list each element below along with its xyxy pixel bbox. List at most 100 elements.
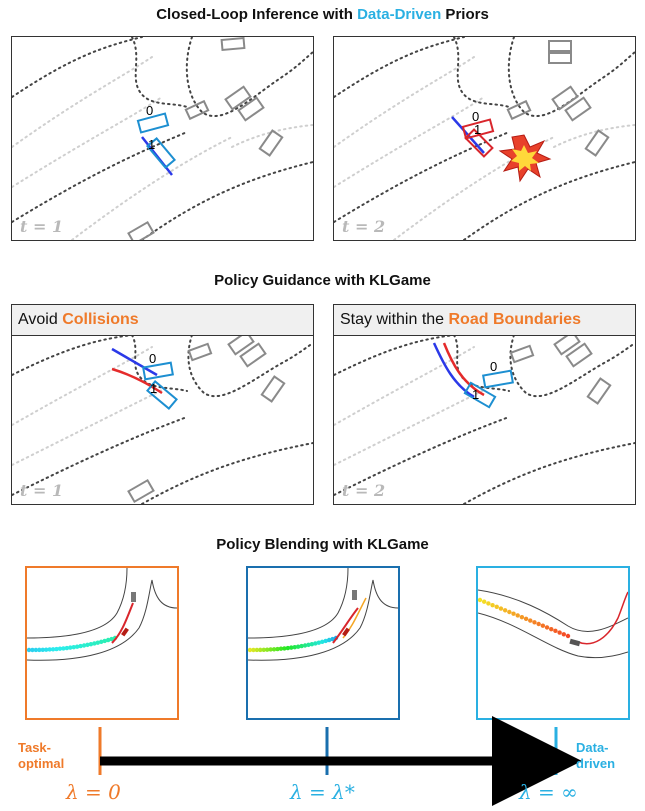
closed-loop-panel-t2: 0 1 t = 2: [333, 36, 636, 241]
trajectory-dot: [549, 626, 554, 632]
ego-vehicle-1: [463, 381, 497, 409]
closed-loop-title-prefix: Closed-Loop Inference with: [156, 6, 358, 23]
trajectory-dot: [553, 628, 558, 634]
agent-label-1: 1: [148, 137, 155, 152]
trajectory-dot: [309, 641, 315, 647]
trajectory-dot: [326, 637, 332, 643]
trajectory-dot: [261, 647, 266, 652]
blend-scene: [247, 567, 399, 661]
trajectory-dot: [561, 632, 567, 637]
trajectory-dot: [313, 641, 318, 646]
guidance-header: Stay within the Road Boundaries: [334, 305, 635, 336]
guidance-panel-collisions: 0 1 Avoid Collisions t = 1: [11, 304, 314, 505]
trajectory-dot: [540, 623, 546, 628]
ego-vehicle-0: [136, 112, 170, 134]
trajectory-dot: [511, 611, 516, 616]
trajectory-dot: [33, 647, 39, 653]
trajectory-dot: [528, 618, 533, 623]
closed-loop-title-highlight: Data-Driven: [357, 6, 442, 23]
road-map-scene: 0 1: [334, 335, 635, 504]
agent-label-1: 1: [474, 122, 481, 137]
trajectory-dot: [544, 625, 550, 630]
data-driven-label: Data- driven: [576, 740, 616, 771]
trajectory-dot: [481, 599, 487, 604]
trajectory-dot: [486, 601, 491, 606]
trajectory-dot: [565, 633, 571, 639]
guidance-header: Avoid Collisions: [12, 305, 313, 336]
trajectory-dot: [295, 644, 301, 649]
trajectory-dot: [490, 602, 495, 608]
blend-panel-data-driven: [476, 566, 630, 720]
trajectory-dot: [247, 647, 253, 653]
guidance-header-prefix: Stay within the: [340, 311, 449, 328]
trajectory-dot: [61, 646, 66, 651]
closed-loop-panel-t1: 0 1 t = 1: [11, 36, 314, 241]
lambda-zero-label: λ = 0: [66, 780, 121, 804]
trajectory-dot: [64, 645, 70, 651]
trajectory-dot: [282, 646, 287, 651]
task-optimal-label: Task- optimal: [18, 740, 65, 771]
trajectory-dot: [251, 647, 256, 653]
trajectory-dot: [557, 630, 562, 635]
lambda-infinity-label: λ = ∞: [519, 780, 578, 804]
trajectory-dot: [292, 644, 297, 650]
guidance-panel-road-boundaries: 0 1 Stay within the Road Boundaries t = …: [333, 304, 636, 505]
guidance-header-prefix: Avoid: [18, 311, 63, 328]
trajectory-dot: [37, 647, 42, 653]
trajectory-dot: [268, 647, 273, 652]
road-map-scene: 0 1: [12, 37, 313, 240]
ego-vehicle-0: [142, 361, 174, 381]
trajectory-dot: [40, 647, 45, 652]
timestep-label: t = 1: [20, 481, 64, 500]
lambda-star-label: λ = λ*: [290, 780, 355, 804]
ego-vehicle-0: [482, 369, 514, 389]
agent-label-1: 1: [150, 381, 157, 396]
trajectory-dot: [532, 620, 537, 625]
closed-loop-title-suffix: Priors: [441, 6, 489, 23]
trajectory-dot: [275, 646, 280, 652]
trajectory-dot: [519, 614, 525, 620]
guidance-title: Policy Guidance with KLGame: [214, 272, 431, 289]
timestep-label: t = 2: [342, 217, 386, 236]
trajectory-dot: [477, 597, 483, 603]
agent-label-0: 0: [490, 359, 497, 374]
blend-scene: [477, 589, 629, 659]
trajectory-dot: [95, 640, 101, 645]
trajectory-dot: [271, 647, 277, 652]
trajectory-dot: [320, 639, 325, 645]
ego-vehicle-1: [145, 137, 177, 169]
collision-explosion-icon: [498, 134, 552, 183]
blend-panel-lambda-star: [246, 566, 400, 720]
trajectory-dot: [265, 647, 270, 652]
trajectory-dot: [285, 645, 291, 651]
trajectory-dot: [289, 645, 294, 650]
trajectory-dot: [523, 616, 529, 622]
agent-label-0: 0: [472, 109, 479, 124]
guidance-header-highlight: Collisions: [62, 311, 139, 328]
road-map-scene: 0 1: [334, 37, 635, 240]
trajectory-dot: [92, 641, 97, 646]
trajectory-dot: [302, 643, 308, 648]
trajectory-dot: [515, 613, 520, 618]
trajectory-dot: [323, 638, 328, 644]
trajectory-dot: [507, 609, 512, 615]
ego-vehicle-1: [146, 379, 178, 411]
trajectory-dot: [254, 647, 260, 653]
trajectory-dot: [299, 643, 304, 649]
trajectory-dot: [88, 641, 94, 647]
trajectory-dot: [57, 646, 63, 651]
blending-title: Policy Blending with KLGame: [216, 536, 429, 553]
trajectory-dot: [68, 645, 73, 650]
trajectory-dot: [44, 647, 49, 652]
trajectory-dot: [81, 643, 87, 648]
trajectory-dot: [502, 608, 508, 613]
trajectory-dot: [258, 647, 263, 653]
collided-vehicle-1: [464, 128, 494, 158]
guidance-header-highlight: Road Boundaries: [448, 311, 581, 328]
trajectory-dot: [105, 637, 111, 643]
trajectory-dot: [536, 621, 541, 627]
trajectory-dot: [50, 647, 56, 652]
trajectory-dot: [26, 647, 32, 653]
timestep-label: t = 1: [20, 217, 64, 236]
trajectory-dot: [102, 638, 107, 644]
